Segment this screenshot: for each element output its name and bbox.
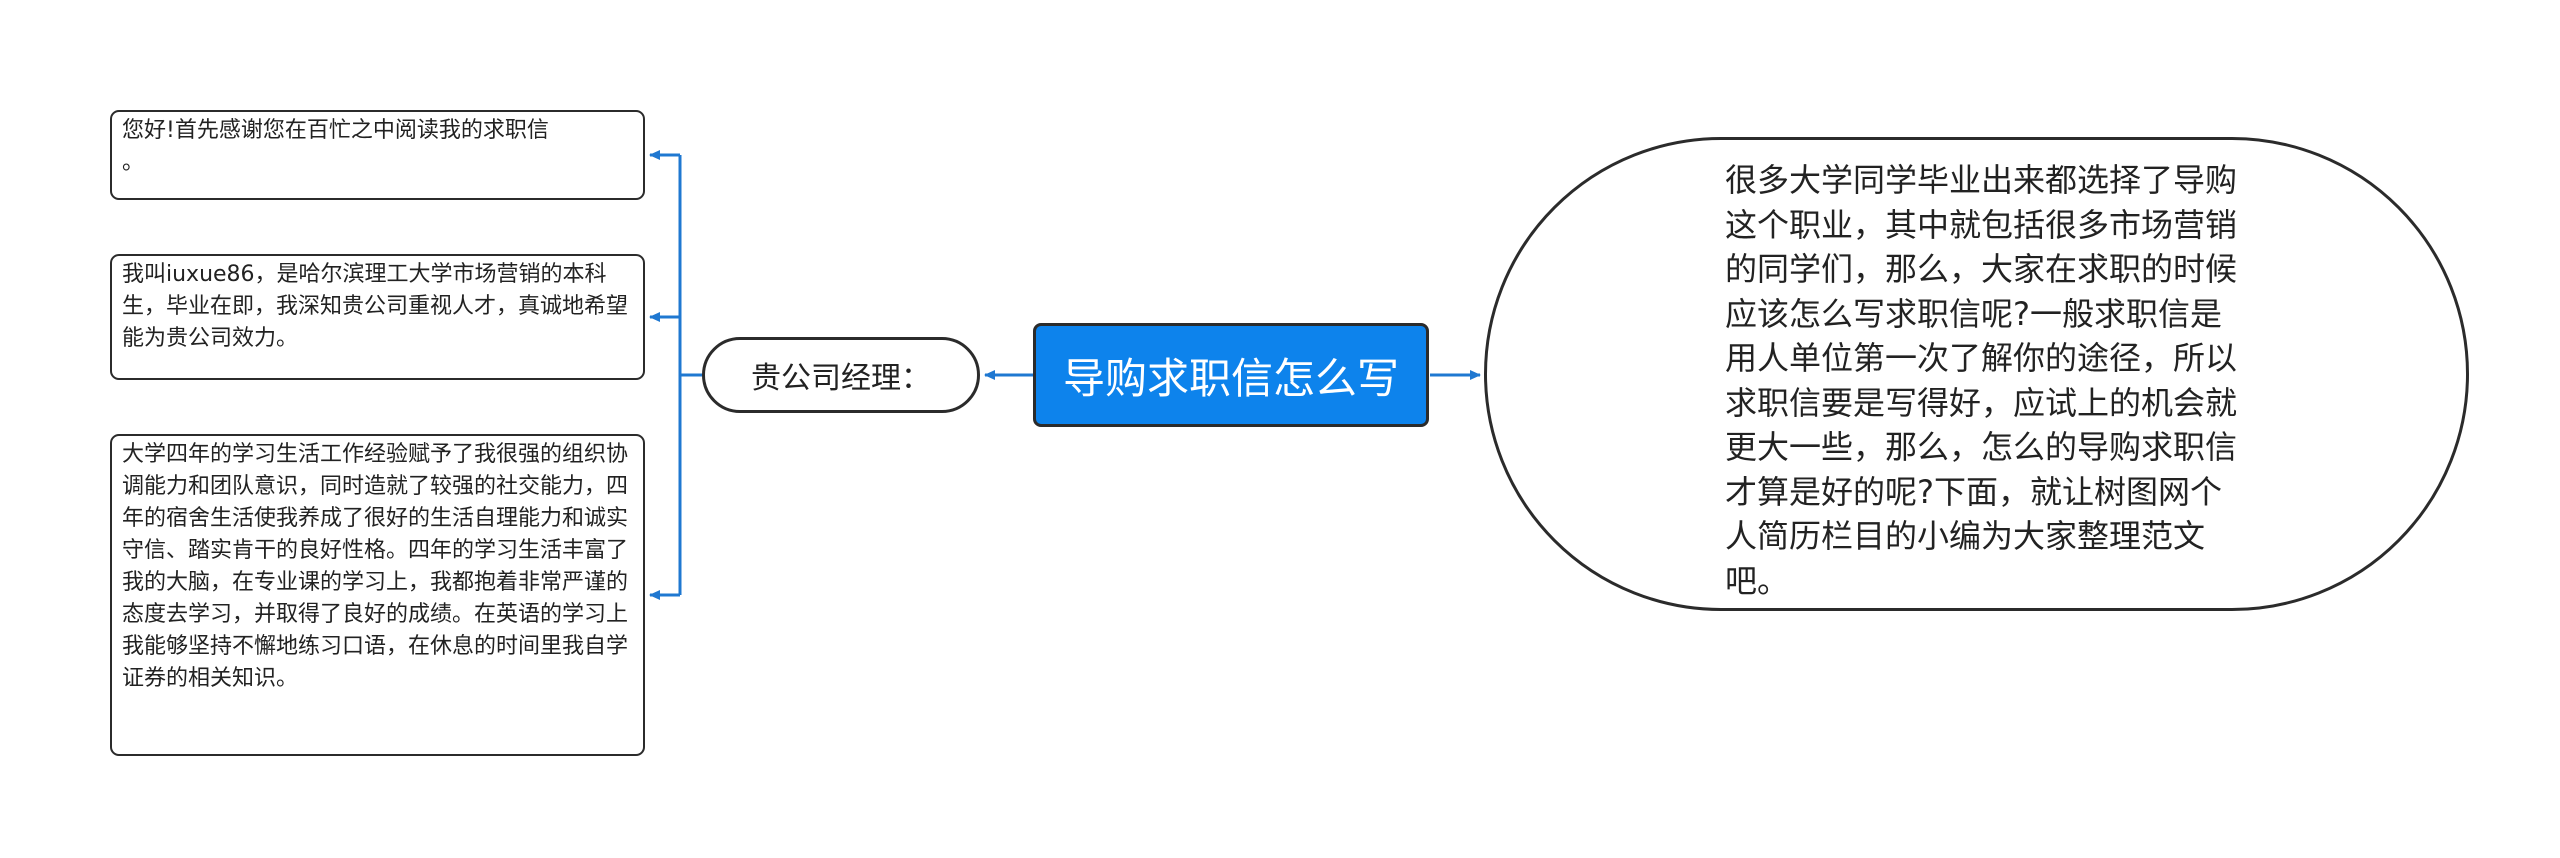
leaf-introduction[interactable]: 我叫iuxue86，是哈尔滨理工大学市场营销的本科生，毕业在即，我深知贵公司重视…	[110, 254, 645, 380]
branch-node-salutation[interactable]: 贵公司经理：	[702, 337, 980, 413]
root-node[interactable]: 导购求职信怎么写	[1033, 323, 1429, 427]
leaf-greeting[interactable]: 您好!首先感谢您在百忙之中阅读我的求职信 。	[110, 110, 645, 200]
branch-node-label: 贵公司经理：	[751, 361, 931, 396]
leaf-experience[interactable]: 大学四年的学习生活工作经验赋予了我很强的组织协调能力和团队意识，同时造就了较强的…	[110, 434, 645, 756]
root-node-title: 导购求职信怎么写	[1062, 353, 1399, 403]
summary-node-text: 很多大学同学毕业出来都选择了导购这个职业，其中就包括很多市场营销的同学们，那么，…	[1725, 161, 2238, 600]
summary-node[interactable]: 很多大学同学毕业出来都选择了导购这个职业，其中就包括很多市场营销的同学们，那么，…	[1484, 137, 2469, 611]
